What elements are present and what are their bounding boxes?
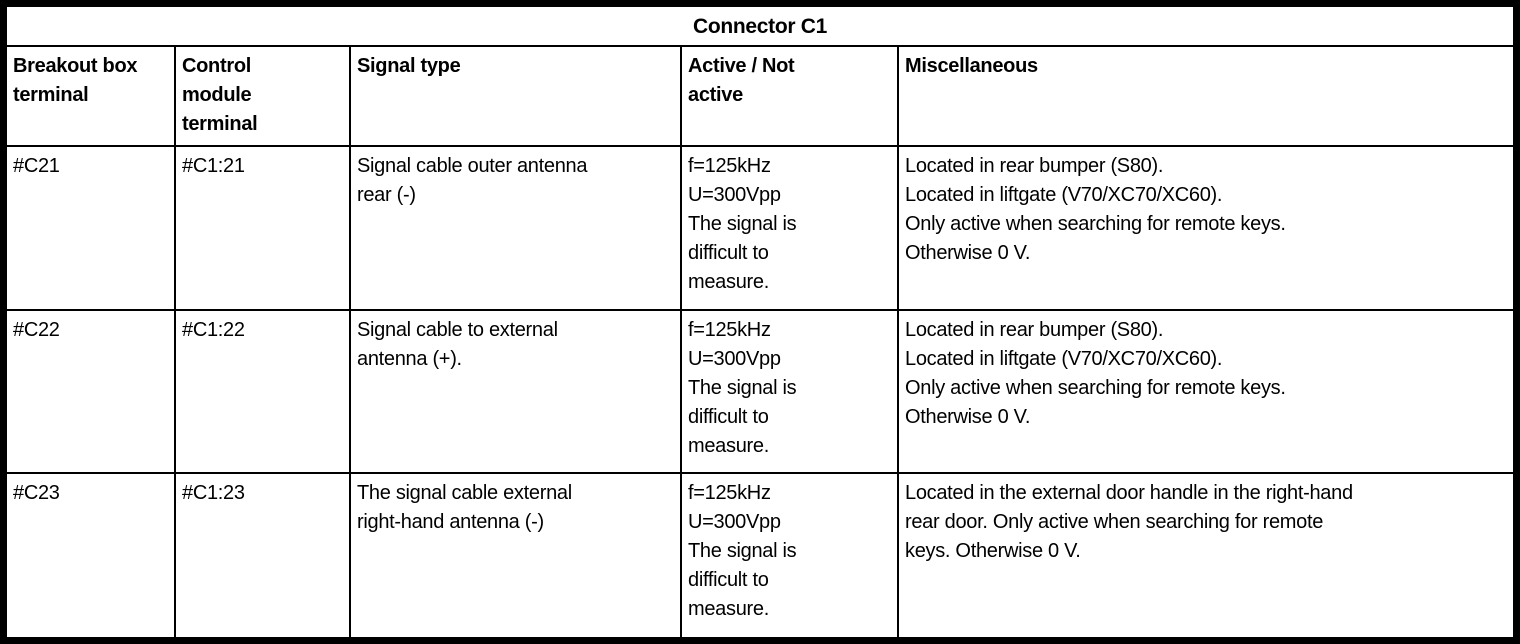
cell-active-not-active: f=125kHz U=300Vpp The signal is difficul… [680, 144, 899, 312]
cell-active-not-active: f=125kHz U=300Vpp The signal is difficul… [680, 309, 899, 474]
cell-breakout-terminal: #C22 [5, 309, 176, 474]
table-title: Connector C1 [5, 5, 1515, 47]
column-header-control-module-terminal: Control module terminal [174, 45, 351, 147]
cell-module-terminal: #C1:21 [174, 144, 351, 312]
cell-miscellaneous: Located in the external door handle in t… [897, 471, 1515, 640]
cell-active-not-active: f=125kHz U=300Vpp The signal is difficul… [680, 471, 899, 640]
column-header-breakout-box-terminal: Breakout box terminal [5, 45, 176, 147]
cell-breakout-terminal: #C23 [5, 471, 176, 640]
cell-module-terminal: #C1:23 [174, 471, 351, 640]
cell-signal-type: The signal cable external right-hand ant… [349, 471, 682, 640]
column-header-signal-type: Signal type [349, 45, 682, 147]
cell-signal-type: Signal cable to external antenna (+). [349, 309, 682, 474]
table-row: #C23 #C1:23 The signal cable external ri… [5, 471, 1515, 640]
cell-miscellaneous: Located in rear bumper (S80). Located in… [897, 309, 1515, 474]
column-header-active-not-active: Active / Not active [680, 45, 899, 147]
table-title-row: Connector C1 [5, 5, 1515, 47]
connector-c1-table: Connector C1 Breakout box terminal Contr… [5, 5, 1515, 640]
cell-breakout-terminal: #C21 [5, 144, 176, 312]
table-row: #C22 #C1:22 Signal cable to external ant… [5, 309, 1515, 474]
cell-module-terminal: #C1:22 [174, 309, 351, 474]
cell-miscellaneous: Located in rear bumper (S80). Located in… [897, 144, 1515, 312]
table-header-row: Breakout box terminal Control module ter… [5, 45, 1515, 147]
column-header-miscellaneous: Miscellaneous [897, 45, 1515, 147]
table-row: #C21 #C1:21 Signal cable outer antenna r… [5, 144, 1515, 312]
cell-signal-type: Signal cable outer antenna rear (-) [349, 144, 682, 312]
